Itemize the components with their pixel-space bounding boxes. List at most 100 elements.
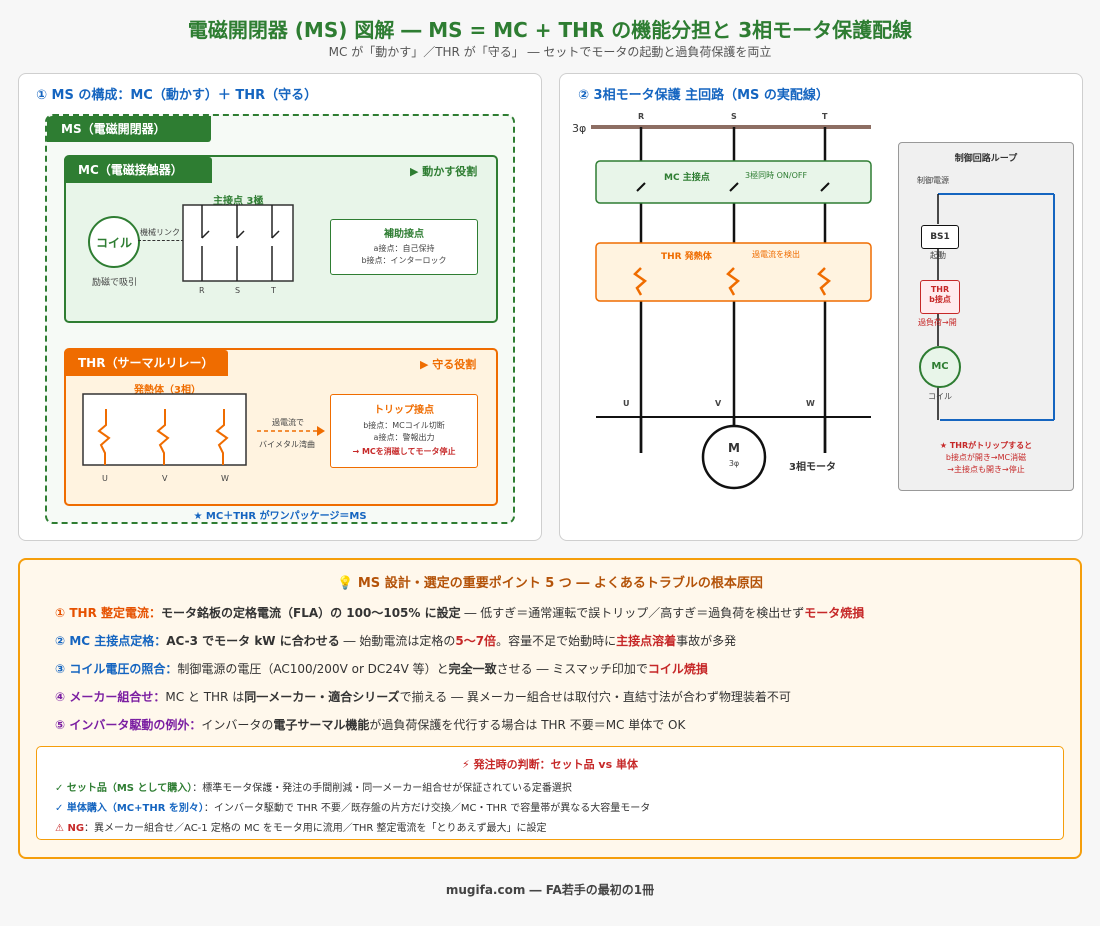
thr-b-note: 過負荷→開 bbox=[918, 318, 957, 327]
thr-heater-note: 過電流を検出 bbox=[752, 250, 800, 259]
supply-label: 3φ bbox=[572, 122, 587, 135]
trip-result: → MCを消磁してモータ停止 bbox=[352, 447, 456, 456]
point-4-head: ④ メーカー組合せ： bbox=[55, 690, 166, 704]
thr-b-line2: b接点 bbox=[929, 295, 951, 304]
aux-title: 補助接点 bbox=[384, 229, 424, 240]
bimetal-arrow bbox=[257, 426, 325, 436]
out-u: U bbox=[623, 399, 630, 408]
mech-link-line bbox=[138, 240, 184, 241]
motor-label: 3相モータ bbox=[789, 462, 836, 473]
point-3: ③ コイル電圧の照合：制御電源の電圧（AC100/200V or DC24V 等… bbox=[55, 660, 708, 678]
bimetal-label: バイメタル湾曲 bbox=[259, 440, 315, 449]
point-3-head: ③ コイル電圧の照合： bbox=[55, 662, 178, 676]
overcurrent-label: 過電流で bbox=[272, 418, 304, 427]
bs1-button: BS1 bbox=[921, 225, 959, 249]
line-t: T bbox=[822, 112, 828, 121]
out-v: V bbox=[715, 399, 722, 408]
order-single-head: ✓ 単体購入（MC+THR を別々） bbox=[55, 803, 204, 814]
main-contacts-title: 主接点 3極 bbox=[213, 196, 264, 207]
mc-main-contact-note: 3極同時 ON/OFF bbox=[745, 171, 808, 180]
mc-role: ▶ 動かす役割 bbox=[410, 165, 478, 178]
point-4: ④ メーカー組合せ：MC と THR は同一メーカー・適合シリーズで揃える ― … bbox=[55, 688, 791, 706]
point-2-text-2: 。容量不足で始動時に bbox=[496, 634, 617, 648]
bs1-note: 起動 bbox=[930, 251, 946, 260]
order-ng: ⚠ NG：異メーカー組合せ／AC-1 定格の MC をモータ用に流用／THR 整… bbox=[55, 819, 547, 834]
point-3-text-2: させる ― ミスマッチ印加で bbox=[496, 662, 648, 676]
point-2-red-1: 5〜7倍 bbox=[455, 634, 497, 648]
trip-b: b接点：MCコイル切断 bbox=[363, 421, 445, 430]
order-single-text: ：インバータ駆動で THR 不要／既存盤の片方だけ交換／MC・THR で容量帯が… bbox=[203, 803, 651, 814]
order-title: ⚡ 発注時の判断：セット品 vs 単体 bbox=[462, 758, 638, 771]
thr-b-line1: THR bbox=[930, 285, 950, 294]
aux-b: b接点：インターロック bbox=[361, 256, 447, 265]
point-2-bold: AC-3 でモータ kW に合わせる bbox=[166, 634, 340, 648]
mc-phase-t: T bbox=[271, 286, 276, 295]
page-subtitle: MC が「動かす」／THR が「守る」 ― セットでモータの起動と過負荷保護を両… bbox=[328, 45, 772, 59]
heater-title: 発熱体（3相） bbox=[134, 385, 201, 396]
page-title: 電磁開閉器 (MS) 図解 ― MS = MC + THR の機能分担と 3相モ… bbox=[187, 18, 913, 42]
order-box bbox=[36, 746, 1064, 840]
order-set-head: ✓ セット品（MS として購入） bbox=[55, 783, 193, 794]
motor-m: M bbox=[728, 441, 740, 455]
mc-coil-circle: MC bbox=[919, 346, 961, 388]
trip-note-1: ★ THRがトリップすると bbox=[939, 441, 1033, 450]
point-4-text-1: MC と THR は bbox=[165, 690, 245, 704]
point-5-bold: 電子サーマル機能 bbox=[273, 718, 370, 732]
ms-label: MS（電磁開閉器） bbox=[47, 116, 211, 142]
coil-note: 励磁で吸引 bbox=[92, 278, 138, 288]
points-title: 💡 MS 設計・選定の重要ポイント 5 つ ― よくあるトラブルの根本原因 bbox=[337, 576, 763, 591]
mc-coil-note: コイル bbox=[928, 392, 952, 401]
left-panel-title: ① MS の構成：MC（動かす）＋ THR（守る） bbox=[36, 88, 318, 103]
order-set-text: ：標準モータ保護・発注の手間削減・同一メーカー組合せが保証されている定番選択 bbox=[192, 783, 572, 794]
point-5-text-2: が過負荷保護を代行する場合は THR 不要＝MC 単体で OK bbox=[369, 718, 686, 732]
point-2-red-2: 主接点溶着 bbox=[616, 634, 677, 648]
ms-package-note: ★ MC＋THR がワンパッケージ＝MS bbox=[193, 511, 367, 522]
thr-heater-label: THR 発熱体 bbox=[661, 252, 712, 262]
point-5: ⑤ インバータ駆動の例外：インバータの電子サーマル機能が過負荷保護を代行する場合… bbox=[55, 716, 685, 734]
line-r: R bbox=[638, 112, 645, 121]
main-circuit-diagram bbox=[591, 125, 872, 490]
order-ng-head: ⚠ NG bbox=[55, 823, 85, 834]
aux-a: a接点：自己保持 bbox=[373, 244, 435, 253]
order-single: ✓ 単体購入（MC+THR を別々）：インバータ駆動で THR 不要／既存盤の片… bbox=[55, 799, 650, 814]
out-w: W bbox=[806, 399, 815, 408]
point-4-text-2: で揃える ― 異メーカー組合せは取付穴・直結寸法が合わず物理装着不可 bbox=[399, 690, 791, 704]
point-2-head: ② MC 主接点定格： bbox=[55, 634, 167, 648]
point-2-text-1: ― 始動電流は定格の bbox=[339, 634, 456, 648]
thr-label: THR（サーマルリレー） bbox=[64, 350, 228, 376]
mc-phase-r: R bbox=[199, 286, 205, 295]
point-1-head: ① THR 整定電流： bbox=[55, 606, 161, 620]
thr-b-contact: THR b接点 bbox=[920, 280, 960, 314]
control-loop-title: 制御回路ループ bbox=[954, 154, 1018, 164]
mc-phase-s: S bbox=[235, 286, 241, 295]
right-panel-title: ② 3相モータ保護 主回路（MS の実配線） bbox=[578, 88, 829, 103]
point-3-text-1: 制御電源の電圧（AC100/200V or DC24V 等）と bbox=[177, 662, 449, 676]
trip-note-2: b接点が開き→MC消磁 bbox=[945, 453, 1027, 462]
trip-a: a接点：警報出力 bbox=[373, 433, 435, 442]
control-loop-box bbox=[898, 142, 1074, 491]
mech-link-label: 機械リンク bbox=[140, 228, 180, 237]
main-contacts-diagram bbox=[182, 204, 294, 282]
point-1-text: ― 低すぎ＝通常運転で誤トリップ／高すぎ＝過負荷を検出せず bbox=[460, 606, 805, 620]
motor-phase: 3φ bbox=[728, 459, 740, 468]
coil-circle: コイル bbox=[88, 216, 140, 268]
thr-phase-u: U bbox=[102, 474, 108, 483]
site-footer: mugifa.com ― FA若手の最初の1冊 bbox=[445, 883, 655, 897]
point-2-text-3: 事故が多発 bbox=[676, 634, 737, 648]
heater-diagram bbox=[82, 393, 247, 466]
order-set: ✓ セット品（MS として購入）：標準モータ保護・発注の手間削減・同一メーカー組… bbox=[55, 779, 572, 794]
point-1: ① THR 整定電流：モータ銘板の定格電流（FLA）の 100〜105% に設定… bbox=[55, 604, 864, 622]
control-loop-wiring bbox=[937, 193, 1055, 421]
thr-phase-w: W bbox=[221, 474, 229, 483]
thr-phase-v: V bbox=[162, 474, 168, 483]
thr-role: ▶ 守る役割 bbox=[420, 358, 477, 371]
point-1-bold: モータ銘板の定格電流（FLA）の 100〜105% に設定 bbox=[161, 606, 461, 620]
trip-contacts-box: トリップ接点 b接点：MCコイル切断 a接点：警報出力 → MCを消磁してモータ… bbox=[330, 394, 478, 468]
trip-note-3: →主接点も開き→停止 bbox=[947, 465, 1025, 474]
point-3-red: コイル焼損 bbox=[647, 662, 708, 676]
mc-label: MC（電磁接触器） bbox=[64, 157, 212, 183]
line-s: S bbox=[731, 112, 737, 121]
mc-main-contact-label: MC 主接点 bbox=[664, 173, 710, 183]
control-supply: 制御電源 bbox=[917, 176, 949, 185]
coil-label: コイル bbox=[95, 235, 132, 250]
